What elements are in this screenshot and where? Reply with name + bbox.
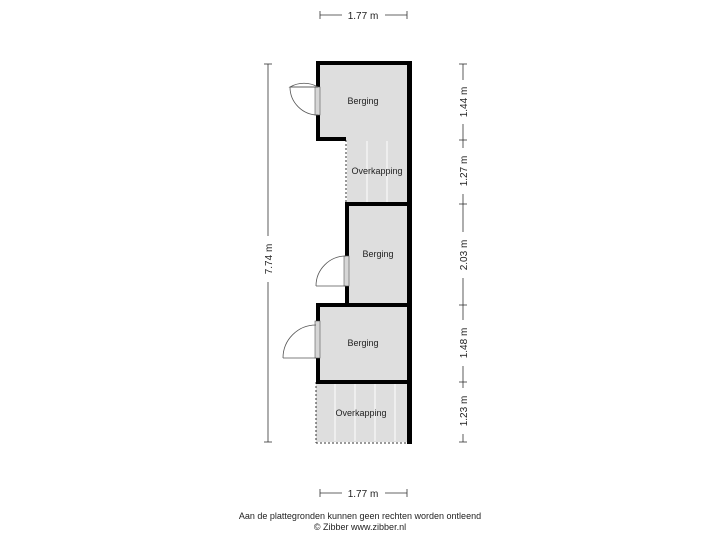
room-label-overkapping-bottom: Overkapping xyxy=(335,408,386,418)
dimension-line-bottom xyxy=(319,489,408,497)
dimension-segment-5: 1.23 m xyxy=(459,396,470,427)
room-overkapping-top xyxy=(347,140,407,204)
door-top xyxy=(288,82,321,116)
footer-disclaimer: Aan de plattegronden kunnen geen rechten… xyxy=(238,511,482,521)
dimension-segment-4: 1.48 m xyxy=(459,328,470,359)
dimension-segment-3: 2.03 m xyxy=(459,240,470,271)
dimension-line-right xyxy=(459,63,467,443)
dimension-total-height: 7.74 m xyxy=(264,244,275,275)
room-label-berging-top: Berging xyxy=(347,96,378,106)
dimension-width-top: 1.77 m xyxy=(348,11,379,22)
roof-lines xyxy=(334,141,396,441)
dimension-width-bottom: 1.77 m xyxy=(348,489,379,500)
door-middle xyxy=(315,255,350,287)
room-overkapping-bottom xyxy=(316,383,407,442)
door-bottom xyxy=(282,320,321,359)
room-label-overkapping-top: Overkapping xyxy=(351,166,402,176)
open-edges xyxy=(315,140,407,444)
room-berging-bottom xyxy=(319,307,407,380)
room-label-berging-bottom: Berging xyxy=(347,338,378,348)
dimension-line-top xyxy=(319,11,408,19)
room-label-berging-middle: Berging xyxy=(362,249,393,259)
walls xyxy=(316,61,412,444)
room-berging-middle xyxy=(348,205,407,303)
dimension-segment-1: 1.44 m xyxy=(459,87,470,118)
dimension-segment-2: 1.27 m xyxy=(459,156,470,187)
room-berging-top xyxy=(319,64,407,140)
dimension-line-left xyxy=(264,63,272,443)
footer-copyright: © Zibber www.zibber.nl xyxy=(313,522,407,532)
